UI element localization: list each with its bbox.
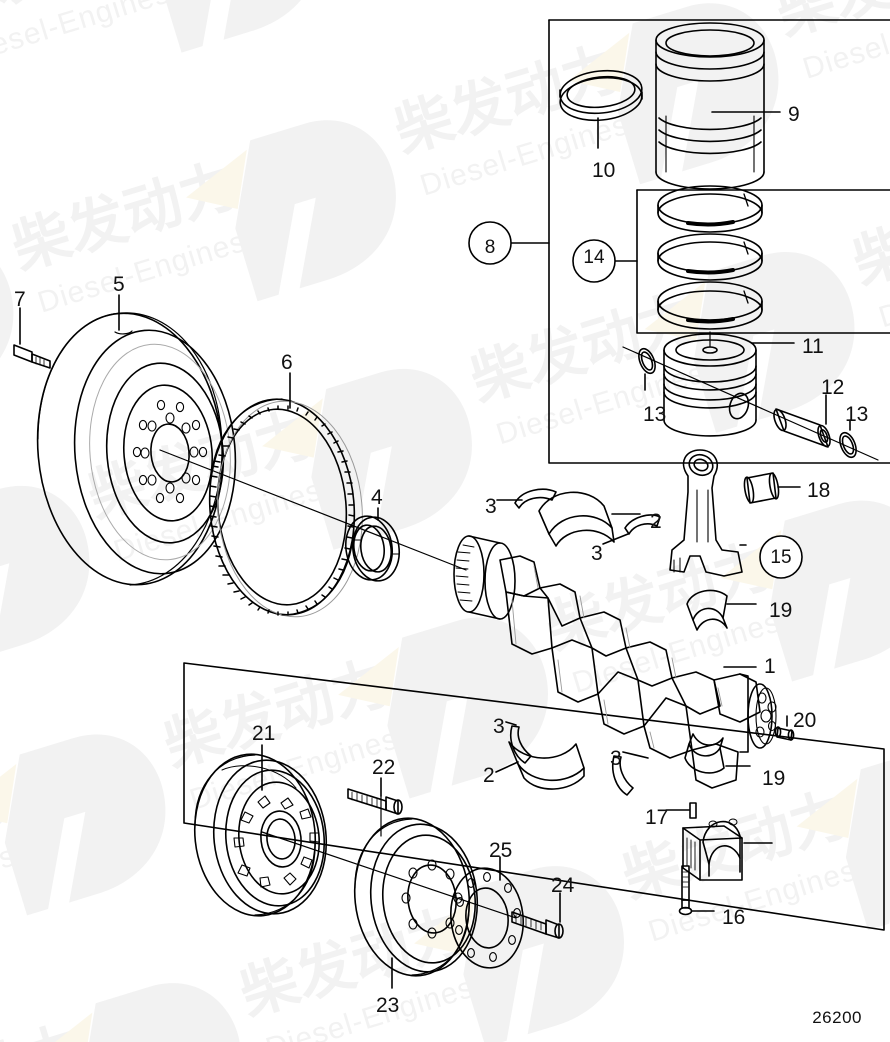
- part-19-bigend-lower: [684, 733, 725, 774]
- part-3-thrust-lower-left: [509, 725, 532, 764]
- part-16-connecting-rod-bolt: [678, 865, 693, 916]
- callout-crankshaft-pulley: 23: [376, 994, 400, 1017]
- part-13-circlip-right: [839, 431, 857, 459]
- callout-crankshaft: 1: [764, 655, 776, 678]
- part-21-vibration-damper: [193, 753, 328, 917]
- callout-piston: 11: [802, 335, 824, 358]
- part-14-piston-ring-set: [657, 185, 763, 330]
- part-17-dowel-pin: [689, 802, 697, 819]
- leader-3-lower-right: [622, 751, 649, 759]
- callout-main-bearing-shell-lower: 2: [483, 764, 495, 787]
- part-5-flywheel: [36, 312, 237, 586]
- part-7-flywheel-bolt: [13, 344, 51, 369]
- part-2-main-bearing-upper: [538, 491, 615, 547]
- callout-connecting-rod-bolt: 16: [722, 906, 746, 929]
- leader-3-lower-left: [505, 721, 517, 726]
- callout-flywheel-bolt: 7: [14, 288, 26, 311]
- callout-cylinder-liner-kit-group: 8: [484, 237, 496, 258]
- callout-thrust-washer-upper-left: 3: [485, 495, 497, 518]
- callout-main-bearing-shell-upper: 2: [650, 510, 662, 533]
- callout-cylinder-liner: 9: [788, 103, 800, 126]
- callout-pulley-flange-plate: 25: [489, 839, 513, 862]
- part-10-sealing-ring: [559, 69, 643, 122]
- callout-pilot-bearing: 4: [371, 486, 383, 509]
- part-23-crankshaft-pulley: [353, 817, 479, 977]
- callout-big-end-bearing-upper: 19: [769, 599, 793, 622]
- part-11-piston: [663, 331, 757, 437]
- callout-circlip-right: 13: [845, 403, 869, 426]
- group-frame-14: [595, 189, 890, 334]
- callout-ring-gear: 6: [281, 351, 293, 374]
- callout-thrust-washer-upper-right: 3: [591, 542, 603, 565]
- callout-circlip-left: 13: [643, 403, 667, 426]
- callout-thrust-washer-lower-right: 3: [610, 747, 622, 770]
- callout-big-end-bearing-lower: 19: [762, 767, 786, 790]
- callout-small-end-bush: 18: [807, 479, 831, 502]
- part-15-connecting-rod: [669, 449, 743, 577]
- part-19-bigend-upper: [686, 589, 728, 631]
- callout-gudgeon-pin: 12: [821, 376, 845, 399]
- part-12-gudgeon-pin: [773, 408, 831, 448]
- callout-connecting-rod-bearing-cap-group: 15: [770, 547, 792, 568]
- part-9-cylinder-liner: [655, 22, 765, 190]
- part-18-small-end-bush: [743, 472, 780, 504]
- callout-vibration-damper-pulley: 21: [252, 722, 276, 745]
- part-20-locating-pin: [774, 726, 795, 741]
- part-6-ring-gear: [208, 398, 363, 618]
- callout-liner-sealing-ring: 10: [592, 159, 616, 182]
- group-frame-parallelogram: [183, 662, 885, 931]
- part-2-main-bearing-lower: [508, 741, 585, 790]
- callout-pulley-retaining-bolt: 24: [551, 874, 575, 897]
- leader-2-lower: [495, 761, 519, 773]
- callout-pulley-bolt: 22: [372, 756, 396, 779]
- callout-dowel-pin: 17: [645, 806, 669, 829]
- part-3-thrust-upper-left: [514, 488, 557, 509]
- callout-locating-pin: 20: [793, 709, 817, 732]
- callout-thrust-washer-lower-left: 3: [493, 715, 505, 738]
- callout-flywheel: 5: [113, 273, 125, 296]
- part-22-pulley-bolt: [347, 788, 403, 815]
- callout-piston-ring-set-group: 14: [583, 247, 605, 268]
- drawing-number: 26200: [812, 1008, 862, 1027]
- part-15-bearing-cap: [682, 818, 743, 881]
